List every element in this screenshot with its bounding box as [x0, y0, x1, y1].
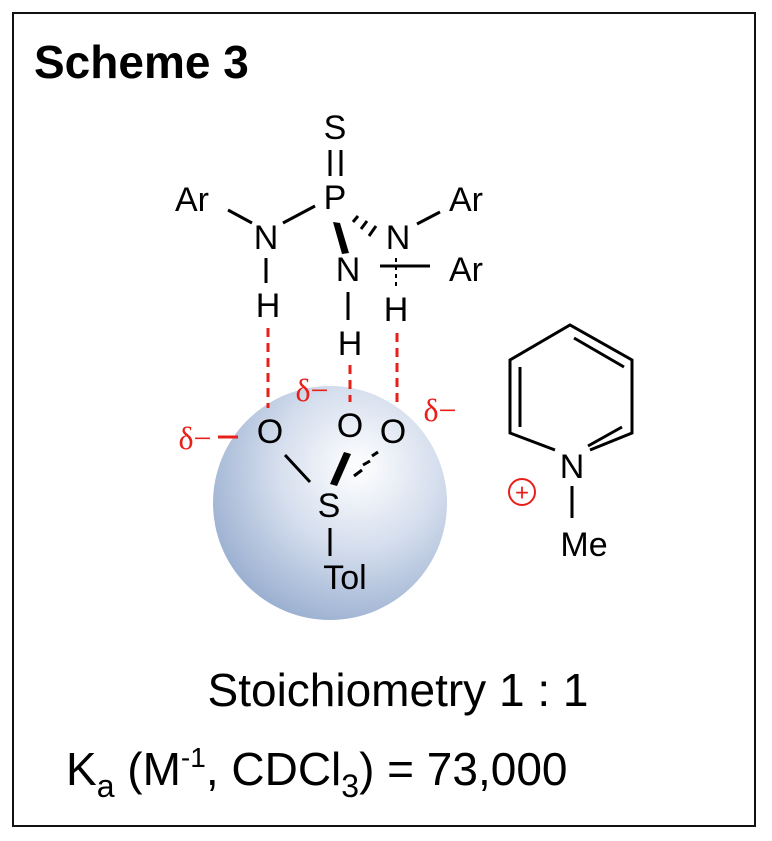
atom-ar-right-top: Ar — [449, 181, 483, 219]
hydrogen-bonds — [266, 328, 399, 408]
atom-me: Me — [560, 526, 607, 564]
atom-ar-right-bottom: Ar — [449, 251, 483, 289]
pyridinium-ring — [508, 323, 634, 518]
ka-k: K — [66, 743, 97, 795]
atom-s-sulfonate: S — [318, 487, 341, 525]
atom-p: P — [324, 179, 347, 217]
atom-tol: Tol — [323, 559, 366, 597]
scheme-frame — [12, 12, 756, 827]
delta-minus-left: δ− — [178, 420, 211, 456]
ka-unit-superscript: -1 — [181, 742, 206, 773]
delta-minus-mid: δ− — [295, 372, 328, 408]
ka-solvent: , CDCl — [206, 743, 341, 795]
ka-solvent-subscript: 3 — [341, 768, 359, 804]
atom-o-left: O — [257, 413, 283, 451]
atom-n-mid: N — [336, 251, 361, 289]
ka-subscript: a — [97, 768, 115, 804]
atom-h-right: H — [384, 291, 409, 329]
association-constant: Ka (M-1, CDCl3) = 73,000 — [66, 742, 568, 804]
receptor-bonds — [227, 150, 441, 320]
ka-value: ) = 73,000 — [359, 743, 567, 795]
atom-o-mid: O — [337, 407, 363, 445]
positive-charge-sign: + — [515, 480, 529, 507]
atom-h-left: H — [256, 287, 281, 325]
anion-bonds — [218, 435, 379, 556]
scheme-title: Scheme 3 — [34, 36, 249, 88]
delta-minus-right: δ− — [423, 392, 456, 428]
atom-ar-left: Ar — [175, 181, 209, 219]
stoichiometry-label: Stoichiometry 1 : 1 — [208, 664, 589, 716]
atom-n-pyridinium: N — [560, 448, 585, 486]
atom-n-right: N — [386, 219, 411, 257]
anion-sphere — [213, 386, 447, 620]
ka-unit-open: (M — [114, 743, 180, 795]
positive-charge-icon — [508, 478, 536, 506]
atom-s-thio: S — [324, 109, 347, 147]
atom-o-right: O — [380, 413, 406, 451]
atom-h-mid: H — [338, 325, 363, 363]
atom-n-left: N — [254, 219, 279, 257]
